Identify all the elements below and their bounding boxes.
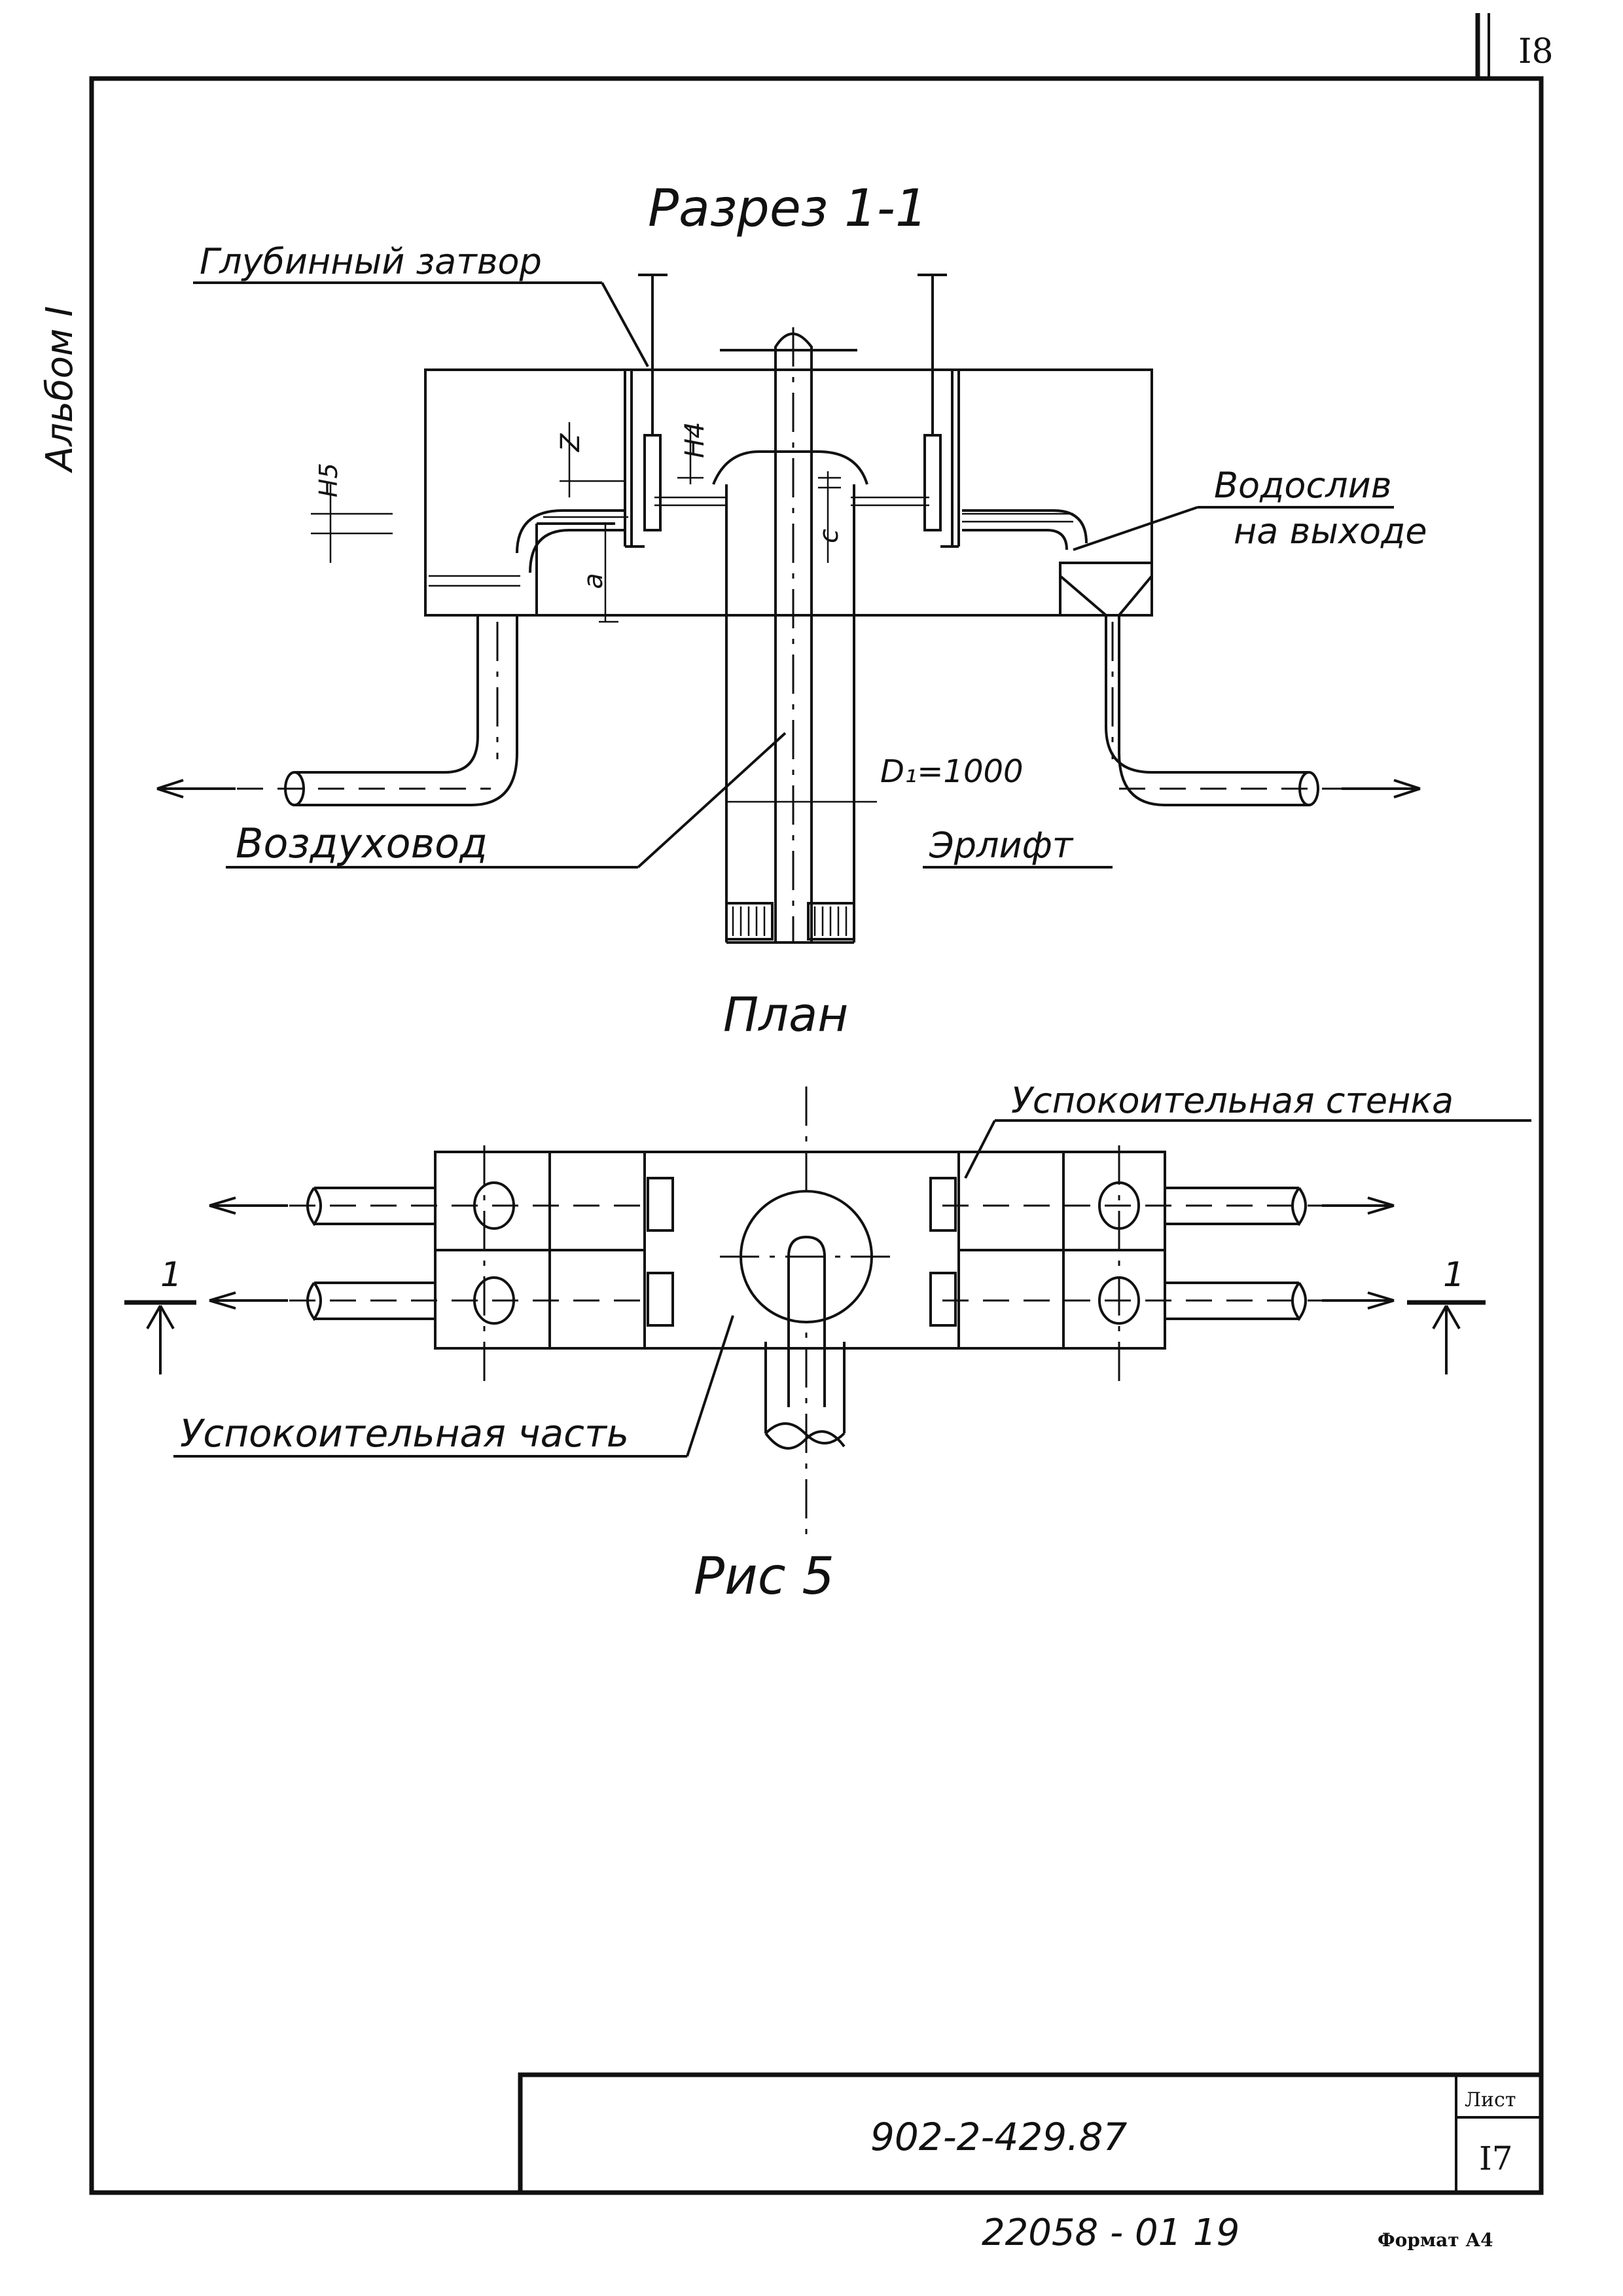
svg-text:1: 1 <box>1443 1255 1465 1295</box>
weir-label-line1: Водослив <box>1214 465 1392 506</box>
left-outlet-pipe <box>156 509 625 806</box>
designation: 902-2-429.87 <box>870 2115 1128 2159</box>
gate-left <box>624 274 668 548</box>
plan-calming-chamber <box>720 1190 890 1450</box>
format-label: Формат А4 <box>1378 2229 1493 2251</box>
plan-pipes-left <box>209 1181 654 1325</box>
svg-text:1: 1 <box>160 1255 182 1295</box>
svg-text:H4: H4 <box>680 422 710 458</box>
svg-text:D₁=1000: D₁=1000 <box>880 753 1024 790</box>
dimension-z: Z <box>556 422 625 497</box>
cut-mark-left: 1 <box>124 1255 196 1374</box>
cut-mark-right: 1 <box>1407 1255 1486 1374</box>
gate-leader <box>601 282 649 367</box>
airlift-pipe <box>712 450 868 944</box>
tank-body <box>424 368 1153 617</box>
air-duct <box>774 327 813 942</box>
dimension-a: a <box>579 524 618 623</box>
calming-part-leader <box>686 1315 734 1457</box>
gate-label: Глубинный затвор <box>200 241 542 282</box>
air-duct-leader <box>637 732 787 869</box>
plan-pipes-right <box>942 1181 1395 1325</box>
svg-text:a: a <box>579 573 609 589</box>
calming-wall-label: Успокоительная стенка <box>1011 1080 1454 1121</box>
weir-label-line2: на выходе <box>1234 511 1427 552</box>
airlift-label: Эрлифт <box>929 825 1074 866</box>
section-title: Разрез 1-1 <box>648 179 927 238</box>
calming-wall-leader <box>964 1120 996 1179</box>
title-block: 902-2-429.87 Лист I7 <box>518 2072 1544 2195</box>
left-outlet-chamber <box>535 522 615 615</box>
svg-text:H5: H5 <box>314 463 343 497</box>
calming-walls <box>647 1177 957 1327</box>
dimension-h5: H5 <box>311 463 393 563</box>
dimension-diameter: D₁=1000 <box>726 753 1024 803</box>
drawing-frame <box>89 76 1544 2195</box>
album-label: Альбом I <box>39 306 81 473</box>
svg-text:c: c <box>814 529 844 543</box>
calming-part-label: Успокоительная часть <box>180 1411 629 1456</box>
page-number-cell: I8 <box>1475 13 1554 79</box>
dimension-h4: H4 <box>677 422 710 484</box>
gate-right <box>918 274 960 548</box>
water-surfaces <box>429 496 1073 587</box>
sheet-number: I7 <box>1479 2140 1513 2178</box>
page-number: I8 <box>1518 32 1554 71</box>
sheet-label: Лист <box>1465 2089 1516 2111</box>
air-duct-label: Воздуховод <box>236 819 488 867</box>
plan-title: План <box>723 987 848 1042</box>
figure-caption: Рис 5 <box>694 1547 834 1606</box>
bottom-code: 22058 - 01 19 <box>982 2212 1240 2254</box>
right-outlet-pipe <box>962 509 1421 806</box>
svg-text:Z: Z <box>556 433 586 452</box>
dimension-c: c <box>814 471 844 563</box>
weir-leader <box>1073 506 1198 551</box>
